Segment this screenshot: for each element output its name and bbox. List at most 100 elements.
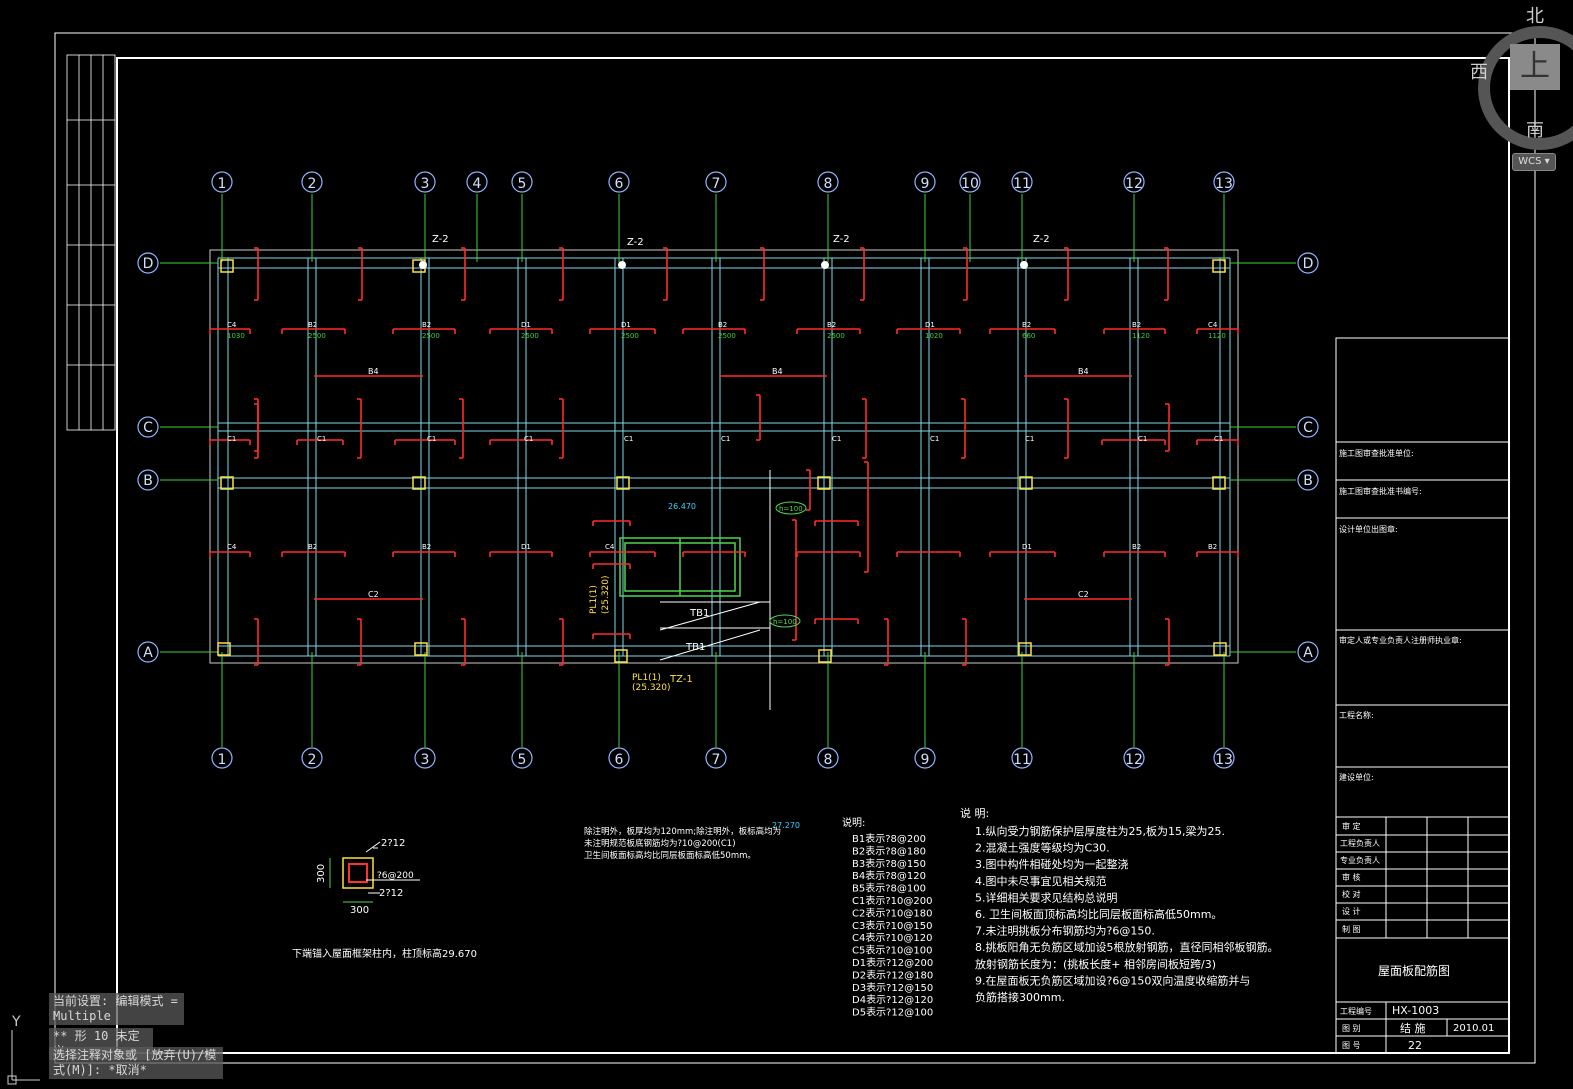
svg-text:施工图审查批准书编号:: 施工图审查批准书编号:	[1339, 486, 1422, 496]
column	[616, 476, 630, 490]
wcs-dropdown[interactable]: WCS ▾	[1512, 153, 1556, 171]
column-node	[618, 261, 626, 269]
svg-text:施工图审查批准单位:: 施工图审查批准单位:	[1339, 448, 1414, 458]
grid-bubble	[137, 641, 159, 663]
viewcube-north[interactable]: 北	[1526, 6, 1544, 27]
beam-label: B2	[308, 321, 317, 329]
svg-text:结 施: 结 施	[1400, 1022, 1426, 1035]
grid-bubble	[1123, 171, 1145, 193]
svg-text:HX-1003: HX-1003	[1392, 1004, 1439, 1017]
grid-bubble	[1297, 469, 1319, 491]
level-mark: 27.270	[772, 821, 800, 830]
grid-bubble	[301, 747, 323, 769]
note-item: 8.挑板阳角无负筋区域加设5根放射钢筋，直径同相邻板钢筋。	[975, 940, 1279, 954]
beam-value: 1020	[925, 332, 943, 340]
note-item: 2.混凝土强度等级均为C30.	[975, 841, 1110, 855]
columns	[217, 259, 1227, 663]
column-detail: 2?12 ?6@200 2?12 300 300 下端锚入屋面框架柱内，柱顶标高…	[292, 838, 477, 960]
grid-label-row: B	[143, 473, 153, 489]
svg-text:2010.01: 2010.01	[1453, 1023, 1494, 1034]
grid-bubble	[959, 171, 981, 193]
grid-label-row: C	[1303, 420, 1313, 436]
span-label: B4	[772, 367, 783, 376]
note-item: 7.未注明挑板分布钢筋均为?6@150.	[975, 924, 1155, 938]
grid-label-bottom: 1	[218, 752, 227, 768]
note-item: 9.在屋面板无负筋区域加设?6@150双向温度收缩筋并与	[975, 973, 1250, 987]
legend-item: D4表示?12@120	[852, 993, 933, 1006]
viewcube-south[interactable]: 南	[1526, 120, 1544, 141]
column	[412, 476, 426, 490]
grid-label-bottom: 13	[1215, 752, 1233, 768]
column	[1212, 259, 1226, 273]
beam-label: D1	[521, 321, 531, 329]
grid-label-top: 3	[421, 176, 430, 192]
grid-label-bottom: 12	[1125, 752, 1143, 768]
grid-label-bottom: 11	[1013, 752, 1031, 768]
grid-label-bottom: 2	[308, 752, 317, 768]
grid-label-top: 11	[1013, 176, 1031, 192]
grid-label-bottom: 8	[824, 752, 833, 768]
grid-bubble	[414, 171, 436, 193]
legend-item: B2表示?8@180	[852, 844, 926, 857]
grid-bubble	[137, 416, 159, 438]
grid-label-bottom: 5	[518, 752, 527, 768]
grid-bubble	[817, 747, 839, 769]
grid-bubble	[137, 469, 159, 491]
row-c-label: C1	[317, 435, 326, 443]
notes-title: 说 明:	[960, 806, 989, 820]
beam-label: B2	[1208, 543, 1217, 551]
grid-bubble	[1297, 416, 1319, 438]
beam-label: C4	[227, 543, 237, 551]
beam-label: B2	[1132, 543, 1141, 551]
viewcube-west[interactable]: 西	[1470, 62, 1488, 83]
beam-label: D1	[621, 321, 631, 329]
command-line: 当前设置: 编辑模式 =	[53, 994, 178, 1008]
column	[817, 476, 831, 490]
grid-bubble	[705, 171, 727, 193]
detail-bottom-label: 2?12	[379, 888, 403, 899]
stair-label: TB1	[689, 608, 709, 619]
beam-label: B2	[1132, 321, 1141, 329]
grid-label-top: 8	[824, 176, 833, 192]
viewcube-ring[interactable]	[1478, 26, 1573, 150]
legend-item: D2表示?12@180	[852, 968, 933, 981]
command-line: 式(M)]: *取消*	[53, 1063, 147, 1077]
legend-item: C1表示?10@200	[852, 894, 932, 907]
legend-item: B3表示?8@150	[852, 857, 926, 870]
grid-label-row: B	[1303, 473, 1313, 489]
beam-label: B2	[718, 321, 727, 329]
svg-text:工程名称:: 工程名称:	[1339, 710, 1374, 720]
grid-label-bottom: 6	[615, 752, 624, 768]
command-line: Multiple	[53, 1009, 111, 1023]
grid-label-top: 1	[218, 176, 227, 192]
column-tag: Z-2	[432, 234, 449, 245]
grid-bubble	[466, 171, 488, 193]
grid-label-row: A	[143, 645, 153, 661]
command-prompt[interactable]: 选择注释对象或 [放弃(U)/模 式(M)]: *取消*	[49, 1047, 223, 1079]
svg-text:图 号: 图 号	[1342, 1041, 1361, 1050]
column-tag: Z-2	[1033, 234, 1050, 245]
grid-label-top: 6	[615, 176, 624, 192]
beam-value: 2500	[308, 332, 326, 340]
svg-text:22: 22	[1408, 1039, 1422, 1052]
grid-label-top: 12	[1125, 176, 1143, 192]
beam-label: B2	[422, 321, 431, 329]
svg-text:建设单位:: 建设单位:	[1339, 772, 1374, 782]
grid-label-row: D	[143, 256, 154, 272]
detail-caption: 下端锚入屋面框架柱内，柱顶标高29.670	[292, 947, 477, 960]
viewcube-top-face[interactable]: 上	[1510, 44, 1560, 90]
span-label: C2	[368, 590, 379, 599]
column-node	[821, 261, 829, 269]
beam-label: C4	[227, 321, 237, 329]
svg-text:图 别: 图 别	[1342, 1024, 1361, 1033]
grid-bubble	[1011, 747, 1033, 769]
column	[1213, 642, 1227, 656]
grid-label-row: C	[143, 420, 153, 436]
ucs-y-label: Y	[11, 1014, 21, 1030]
beam-value: 2500	[621, 332, 639, 340]
row-c-label: C1	[427, 435, 436, 443]
grid-label-top: 7	[712, 176, 721, 192]
grid-label-top: 10	[961, 176, 979, 192]
row-c-label: C1	[1214, 435, 1223, 443]
